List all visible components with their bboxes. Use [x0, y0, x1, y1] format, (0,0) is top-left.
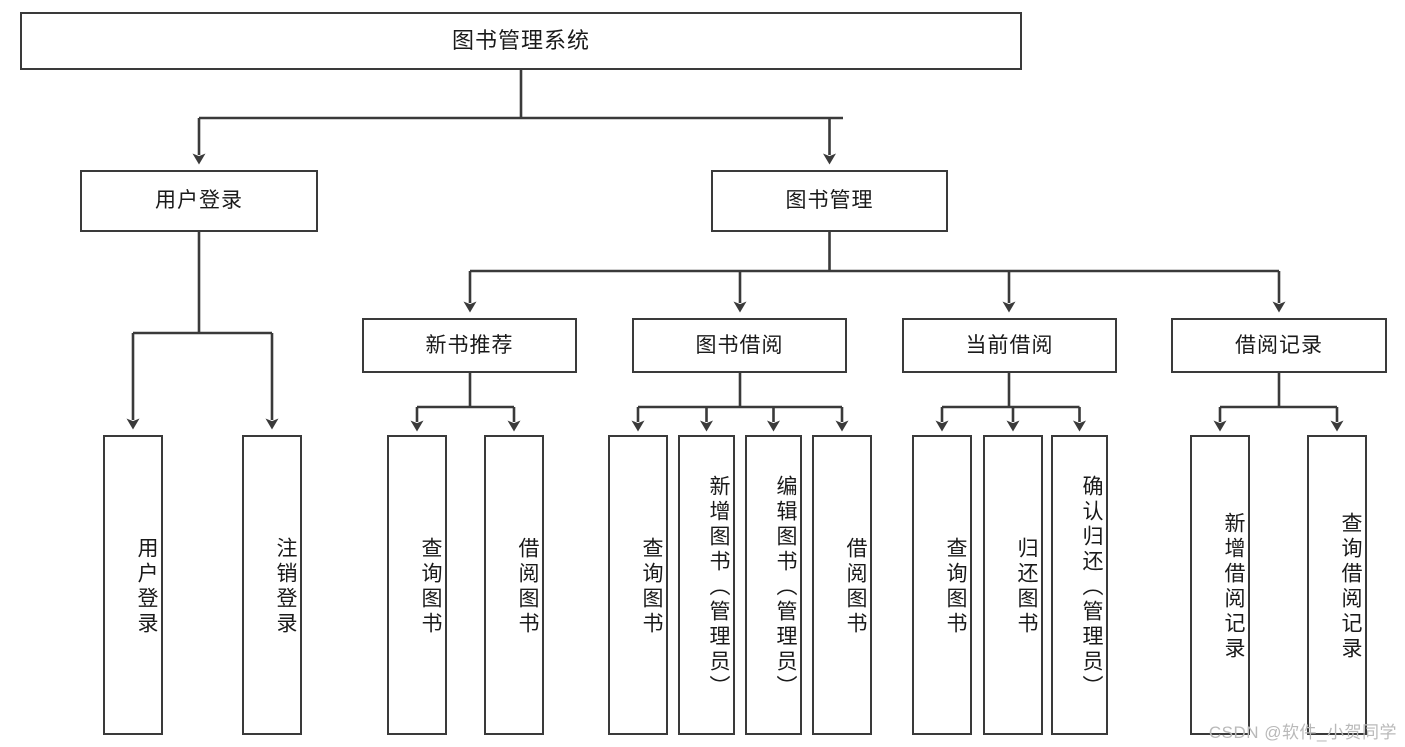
leaf-add-borrow-record[interactable]: 新增借阅记录 — [1190, 435, 1250, 735]
node-label: 借阅记录 — [1235, 333, 1323, 357]
node-label: 图书管理系统 — [451, 27, 590, 53]
node-new-book-recommend[interactable]: 新书推荐 — [362, 318, 577, 373]
leaf-query-book-current[interactable]: 查询图书 — [912, 435, 972, 735]
node-label: 注销登录 — [274, 537, 297, 637]
leaf-borrow-book-recommend[interactable]: 借阅图书 — [484, 435, 544, 735]
leaf-add-book-admin[interactable]: 新增图书（管理员） — [678, 435, 735, 735]
node-label: 用户登录 — [155, 189, 243, 213]
node-label: 确认归还（管理员） — [1080, 474, 1103, 700]
leaf-confirm-return-admin[interactable]: 确认归还（管理员） — [1051, 435, 1108, 735]
leaf-user-login[interactable]: 用户登录 — [103, 435, 163, 735]
leaf-return-book[interactable]: 归还图书 — [983, 435, 1043, 735]
node-label: 归还图书 — [1015, 537, 1038, 637]
node-label: 查询图书 — [944, 537, 967, 637]
node-label: 查询图书 — [419, 537, 442, 637]
leaf-logout[interactable]: 注销登录 — [242, 435, 302, 735]
node-label: 新增图书（管理员） — [707, 474, 730, 700]
node-book-management[interactable]: 图书管理 — [711, 170, 948, 232]
node-borrow-records[interactable]: 借阅记录 — [1171, 318, 1387, 373]
node-label: 当前借阅 — [965, 333, 1054, 357]
node-label: 用户登录 — [135, 537, 158, 637]
node-label: 图书借阅 — [695, 333, 784, 357]
node-label: 图书管理 — [785, 189, 874, 213]
leaf-borrow-book[interactable]: 借阅图书 — [812, 435, 872, 735]
node-label: 编辑图书（管理员） — [774, 474, 797, 700]
leaf-edit-book-admin[interactable]: 编辑图书（管理员） — [745, 435, 802, 735]
node-root-system[interactable]: 图书管理系统 — [20, 12, 1022, 70]
node-label: 借阅图书 — [516, 537, 539, 637]
leaf-query-book-recommend[interactable]: 查询图书 — [387, 435, 447, 735]
leaf-query-borrow-record[interactable]: 查询借阅记录 — [1307, 435, 1367, 735]
node-label: 借阅图书 — [844, 537, 867, 637]
node-label: 查询借阅记录 — [1339, 512, 1362, 662]
node-book-borrow[interactable]: 图书借阅 — [632, 318, 847, 373]
node-current-borrow[interactable]: 当前借阅 — [902, 318, 1117, 373]
node-label: 查询图书 — [640, 537, 663, 637]
leaf-query-book-borrow[interactable]: 查询图书 — [608, 435, 668, 735]
node-user-login[interactable]: 用户登录 — [80, 170, 318, 232]
node-label: 新书推荐 — [425, 333, 514, 357]
watermark: CSDN @软件_小贺同学 — [1208, 723, 1397, 742]
node-label: 新增借阅记录 — [1222, 512, 1245, 662]
